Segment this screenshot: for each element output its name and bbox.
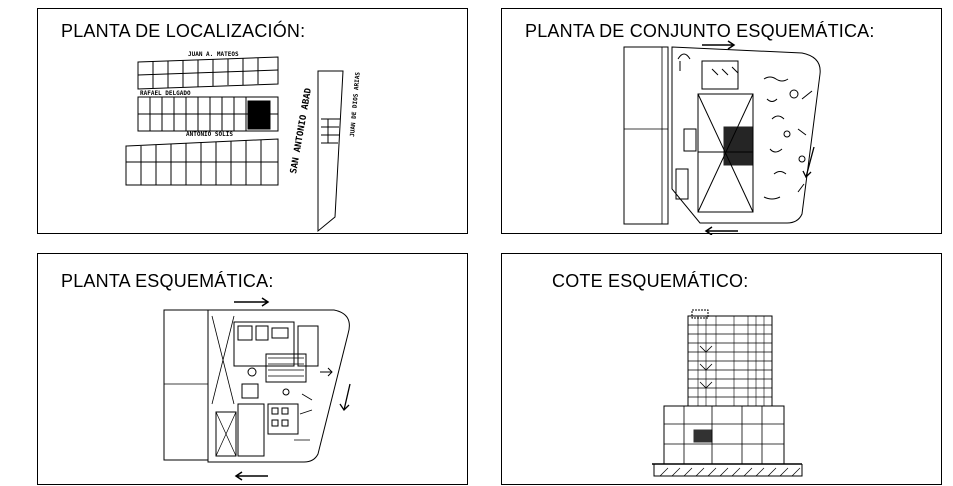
adjacent-building [163,309,209,461]
flow-arrow-bottom [234,471,268,481]
block-middle [137,96,279,132]
location-plan-drawing: JUAN A. MATEOS RAFAEL DELGADO ANTONIO SO… [125,51,362,233]
street-label-left: RAFAEL DELGADO [140,90,191,97]
flow-arrow-top [234,297,270,307]
floor-plan-drawing [163,297,351,481]
site-outline [207,309,350,463]
podium [663,405,785,465]
panel-planta-conjunto: PLANTA DE CONJUNTO ESQUEMÁTICA: [501,8,942,235]
street-label-middle: ANTONIO SOLIS [186,131,233,138]
flow-arrow-side [802,146,815,179]
block-east [317,70,344,233]
adjacent-building [623,46,669,225]
panel-corte-esquematico: COTE ESQUEMÁTICO: [501,253,942,485]
panel-title: PLANTA DE LOCALIZACIÓN: [61,21,306,41]
section-drawing [652,309,803,477]
flow-arrow-bottom [704,226,738,235]
main-building [697,93,754,213]
flow-arrow-top [702,40,736,50]
site-outline [671,46,821,224]
panel-planta-esquematica: PLANTA ESQUEMÁTICA: [37,253,468,485]
project-site-marker [247,100,271,130]
site-plan-drawing [623,40,821,235]
flow-arrow-side [339,383,351,412]
street-label-vertical-main: SAN ANTONIO ABAD [289,87,314,175]
block-south [125,138,279,186]
panel-planta-localizacion: PLANTA DE LOCALIZACIÓN: JUAN A. MATEO [37,8,468,234]
panel-title: PLANTA DE CONJUNTO ESQUEMÁTICA: [525,21,875,41]
block-north [137,56,279,90]
panel-title: COTE ESQUEMÁTICO: [552,271,749,291]
street-label-top: JUAN A. MATEOS [188,51,239,58]
street-label-vertical-right: JUAN DE DIOS ARIAS [349,71,362,137]
panel-title: PLANTA ESQUEMÁTICA: [61,271,274,291]
